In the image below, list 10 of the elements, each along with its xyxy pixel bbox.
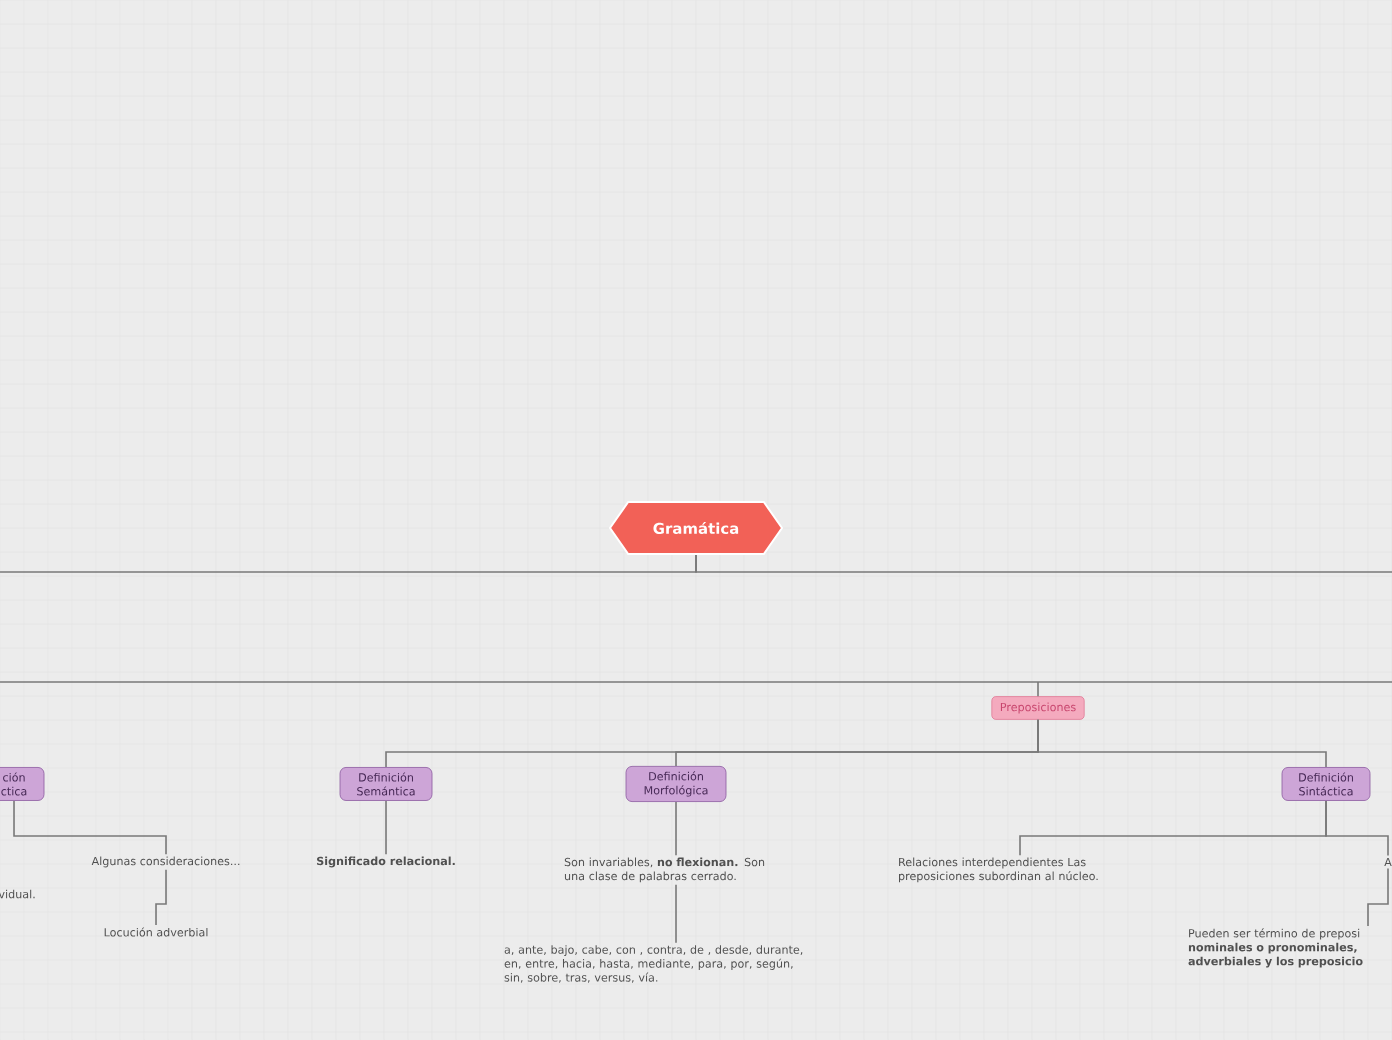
connector-line xyxy=(675,801,677,856)
connector-line xyxy=(385,800,387,855)
connector-line xyxy=(155,869,167,926)
connector-line xyxy=(675,883,677,944)
connector-line xyxy=(0,681,1392,697)
connector-line xyxy=(1037,719,1327,768)
connector-line xyxy=(13,800,167,855)
connector-line xyxy=(1325,800,1389,857)
connector-line xyxy=(695,554,1392,573)
connector-line xyxy=(1367,867,1389,927)
